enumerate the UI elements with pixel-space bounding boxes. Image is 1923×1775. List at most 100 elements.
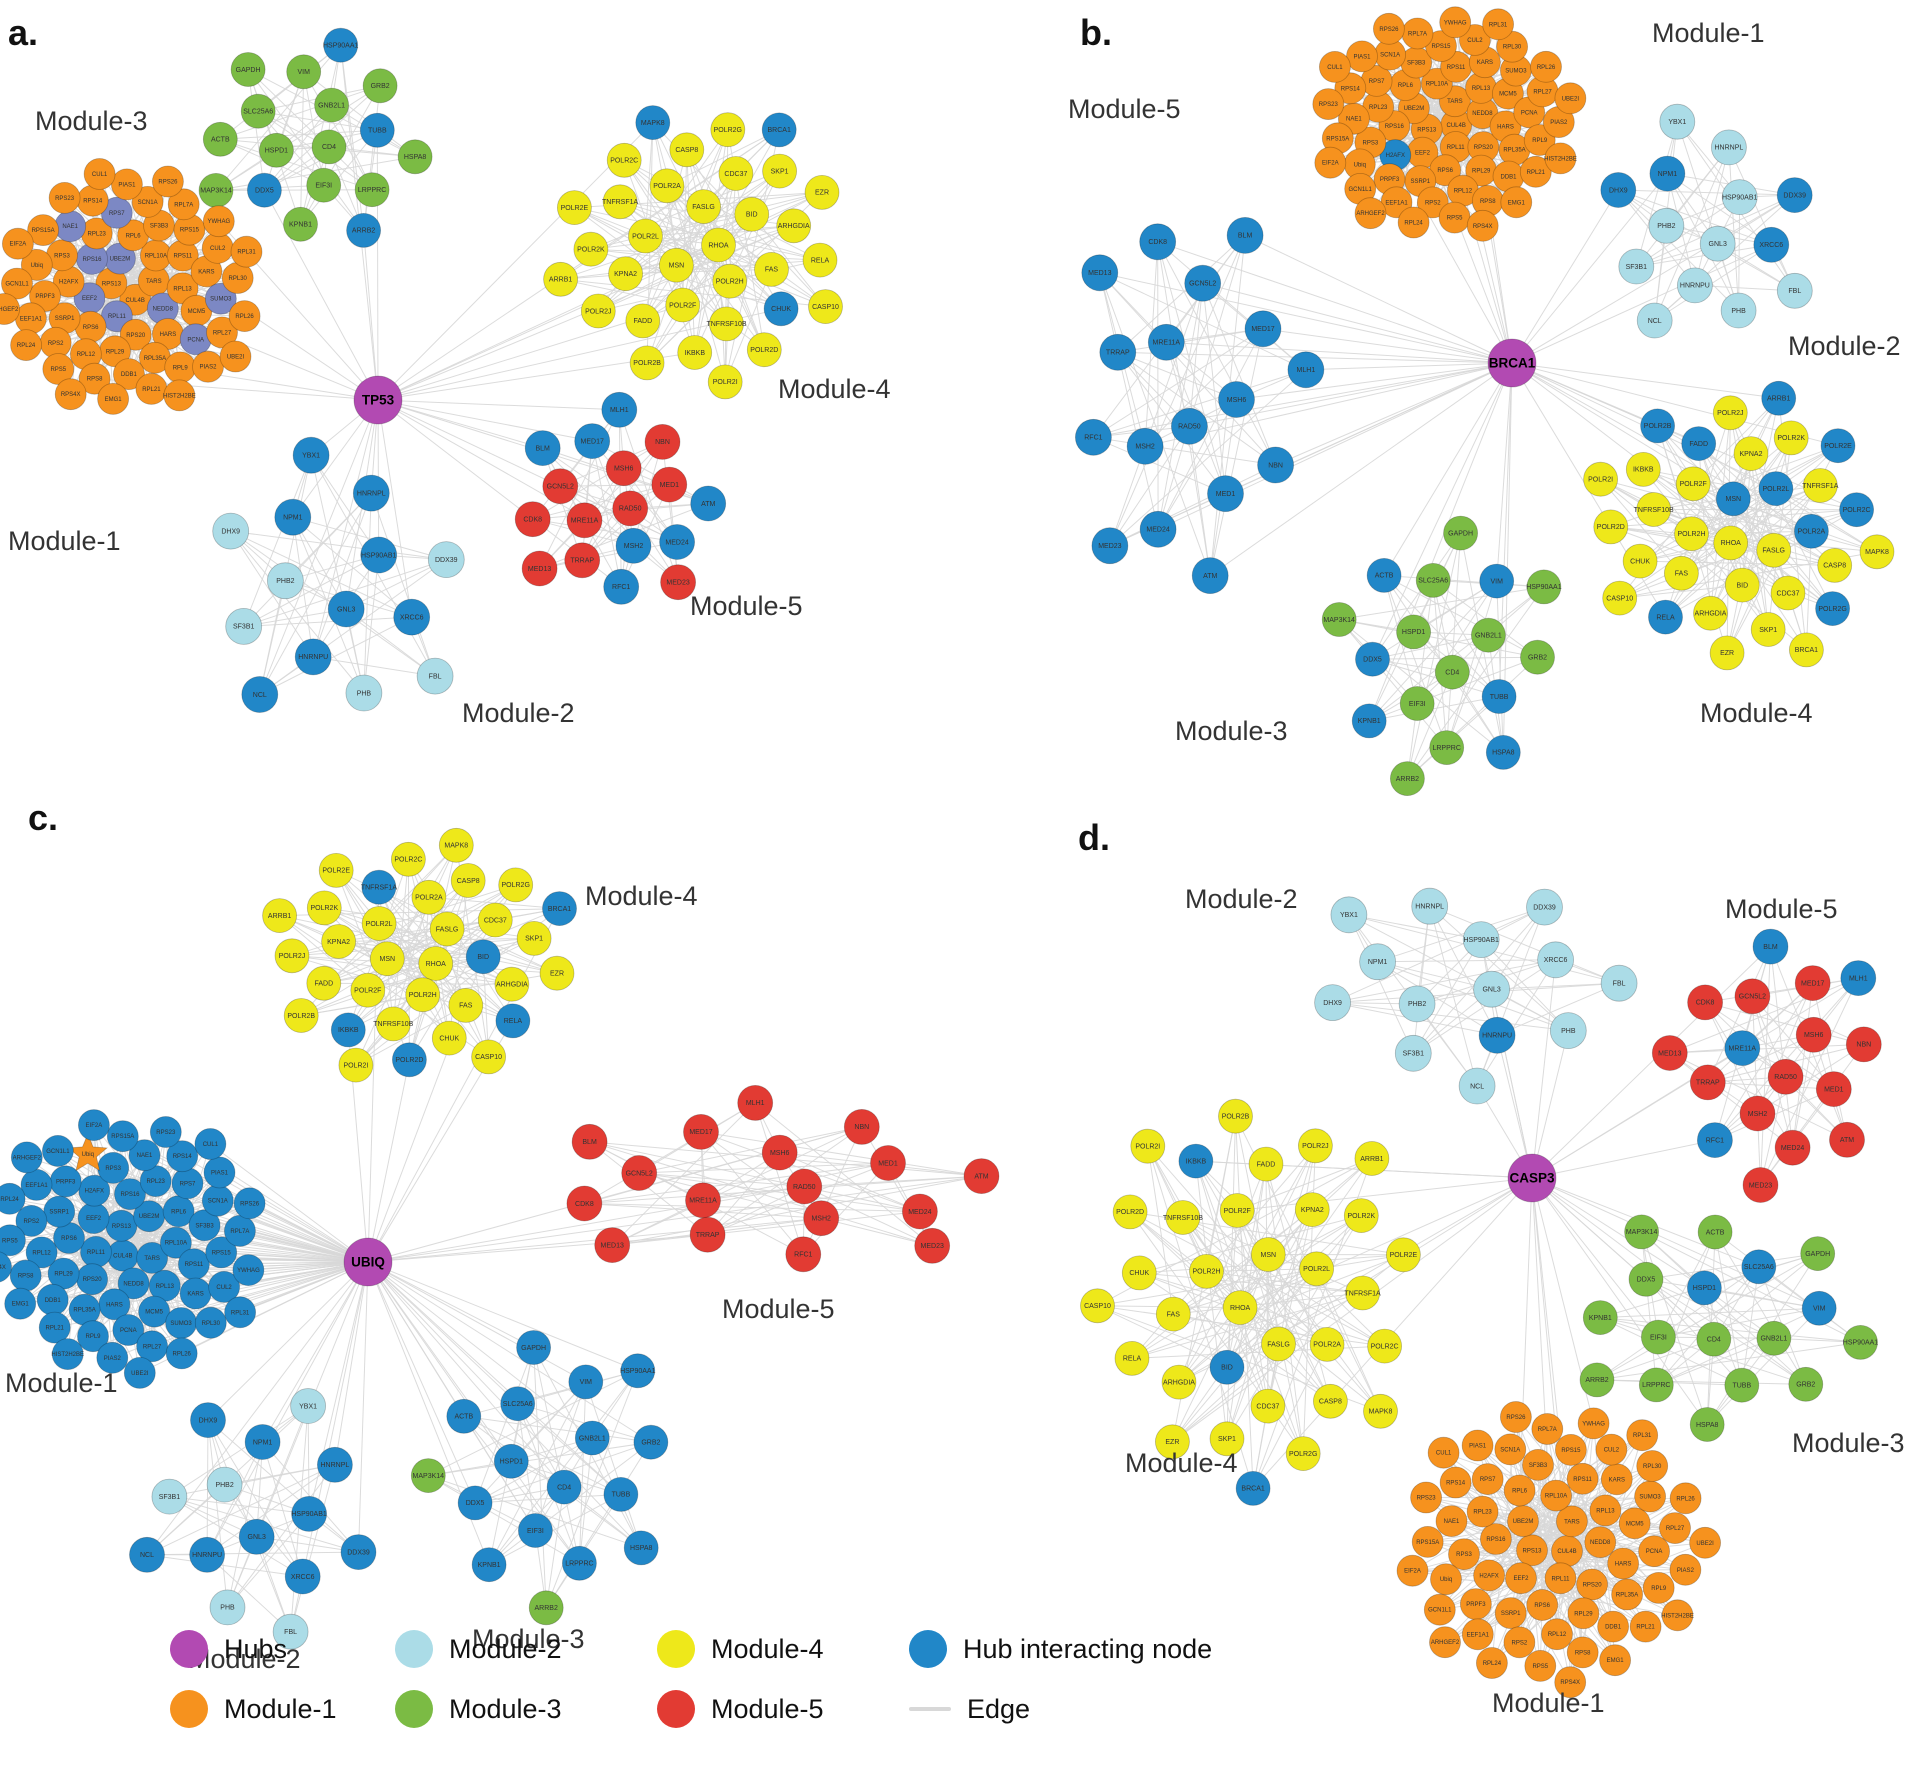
node-label: RPS5 xyxy=(1447,216,1463,222)
node-label: ATM xyxy=(701,501,715,508)
edge xyxy=(707,1126,863,1236)
hub-edge xyxy=(377,399,593,442)
edge xyxy=(1236,1210,1279,1345)
edge xyxy=(259,580,286,695)
network-node xyxy=(1659,1512,1691,1544)
node-label: RPL24 xyxy=(17,343,36,349)
node-label: CDK8 xyxy=(575,1201,594,1208)
node-label: POLR2L xyxy=(366,921,393,928)
node-label: KPNB1 xyxy=(1358,718,1381,725)
node-label: SLC25A6 xyxy=(1744,1264,1774,1271)
hub-edge xyxy=(1236,362,1513,400)
hub-edge xyxy=(367,1217,822,1263)
hub-edge xyxy=(1275,362,1513,466)
network-node xyxy=(1773,420,1809,456)
node-label: ARRB2 xyxy=(352,228,375,235)
network-node xyxy=(189,1536,226,1573)
network-node xyxy=(1155,1424,1190,1460)
node-label: ATM xyxy=(1203,573,1217,580)
node-label: POLR2B xyxy=(1644,423,1672,430)
node-label: BID xyxy=(1736,582,1748,589)
edge xyxy=(146,1464,336,1556)
network-node xyxy=(1576,1568,1608,1601)
network-node xyxy=(1235,1471,1271,1506)
module-label: Module-3 xyxy=(35,106,148,136)
network-node xyxy=(685,1182,721,1219)
network-node xyxy=(1448,1538,1480,1571)
edge xyxy=(700,1131,804,1255)
node-label: RPL13 xyxy=(1596,1508,1615,1514)
network-node xyxy=(206,1466,243,1503)
network-node xyxy=(1410,1481,1442,1514)
node-label: GCN1L1 xyxy=(46,1149,70,1155)
node-label: PCNA xyxy=(187,337,204,343)
node-label: PIAS1 xyxy=(1353,54,1371,60)
edge xyxy=(1188,426,1211,576)
node-label: PRPF3 xyxy=(56,1179,76,1185)
network-node xyxy=(327,590,365,628)
node-label: POLR2D xyxy=(395,1057,423,1064)
network-node xyxy=(136,1330,169,1363)
hub-edge xyxy=(367,1261,476,1504)
edge xyxy=(1635,147,1730,267)
edge xyxy=(1669,1043,1864,1054)
edge xyxy=(1117,351,1276,466)
node-label: RPS3 xyxy=(1363,140,1379,146)
node-label: ATM xyxy=(974,1173,988,1180)
node-label: RPS20 xyxy=(1474,145,1494,151)
node-label: KARS xyxy=(1477,60,1493,66)
node-label: CDK8 xyxy=(1696,1000,1715,1007)
hub-edge xyxy=(377,122,654,401)
node-label: HIST2H2BE xyxy=(1661,1613,1694,1619)
network-node xyxy=(1126,427,1164,465)
network-node xyxy=(350,972,386,1008)
node-label: RELA xyxy=(811,257,830,264)
edge xyxy=(363,554,380,694)
node-label: CHUK xyxy=(439,1035,459,1042)
node-label: POLR2I xyxy=(343,1062,368,1069)
edge xyxy=(1714,982,1814,1141)
node-label: FADD xyxy=(314,981,333,988)
node-label: RPS20 xyxy=(126,333,146,339)
node-label: RPL27 xyxy=(1666,1526,1685,1532)
hub-edge xyxy=(367,1261,652,1443)
edge xyxy=(639,1172,920,1212)
network-node xyxy=(1112,1194,1148,1230)
node-label: DHX9 xyxy=(221,528,240,535)
network-node xyxy=(1526,1589,1559,1621)
network-node xyxy=(644,423,681,460)
node-label: RPL29 xyxy=(1574,1611,1593,1617)
node-label: MSH6 xyxy=(1804,1032,1824,1039)
node-label: RPS5 xyxy=(2,1238,18,1244)
network-node xyxy=(1319,51,1351,83)
network-node xyxy=(128,1139,161,1172)
network-node xyxy=(620,1353,656,1389)
node-label: RPL24 xyxy=(0,1197,19,1203)
network-node xyxy=(1415,563,1451,598)
network-node xyxy=(405,977,441,1013)
node-label: POLR2I xyxy=(1588,477,1613,484)
node-label: POLR2B xyxy=(1222,1114,1250,1121)
network-node xyxy=(1674,516,1709,552)
network-node xyxy=(1681,426,1717,462)
node-label: POLR2B xyxy=(287,1013,315,1020)
edge xyxy=(724,269,772,383)
node-label: CDK8 xyxy=(523,517,542,524)
edge xyxy=(230,530,314,658)
node-label: ARHGDIA xyxy=(1163,1379,1195,1386)
network-node xyxy=(291,1496,328,1532)
edge xyxy=(804,1175,982,1187)
edge xyxy=(1157,399,1237,530)
node-label: RPL12 xyxy=(32,1250,51,1256)
network-node xyxy=(1314,984,1351,1021)
network-node xyxy=(1091,527,1129,565)
edge xyxy=(1636,196,1740,267)
node-label: RPL29 xyxy=(54,1272,73,1278)
node-label: MED1 xyxy=(660,482,680,489)
network-node xyxy=(649,168,685,204)
edge xyxy=(591,440,709,504)
edge xyxy=(1618,189,1772,246)
node-label: ARHGDIA xyxy=(1695,611,1727,618)
network-node xyxy=(516,921,552,956)
network-node xyxy=(1815,591,1850,626)
